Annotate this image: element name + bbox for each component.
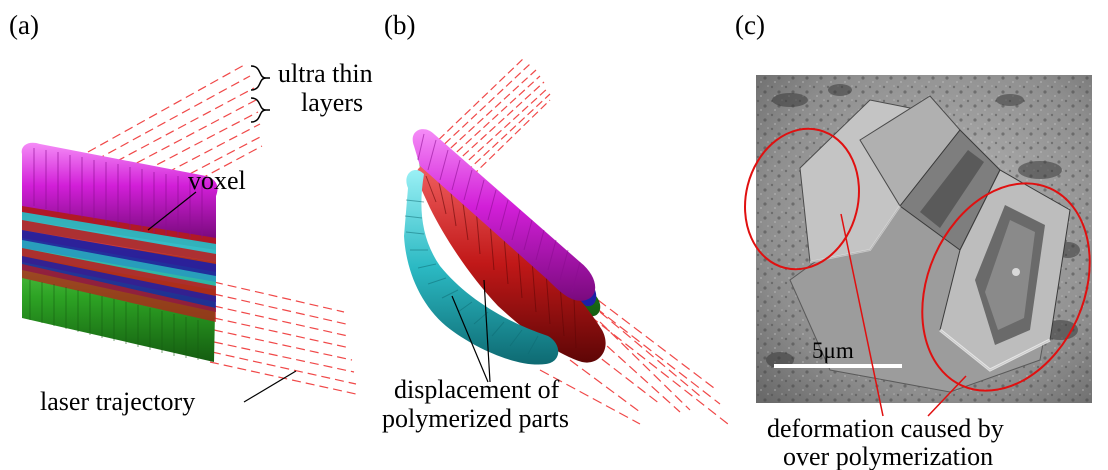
- magenta-ridges: [417, 133, 581, 293]
- sem-image: 5μm: [756, 75, 1092, 403]
- laser-label: laser trajectory: [40, 387, 195, 416]
- panel-b: (b): [382, 10, 729, 433]
- laser-lines-b-bottom: [539, 299, 729, 425]
- displacement-leader-1: [451, 295, 489, 383]
- panel-b-label: (b): [384, 10, 415, 40]
- voxel-leader: [147, 191, 197, 231]
- deformation-circle-right: [921, 182, 1091, 392]
- cyan-strand: [404, 169, 559, 365]
- displacement-label-line2: polymerized parts: [382, 404, 569, 433]
- voxel-label: voxel: [188, 166, 246, 195]
- deformation-label-line1: deformation caused by: [767, 414, 1004, 443]
- laser-leader: [243, 370, 297, 403]
- laser-lines-lower: [209, 281, 357, 395]
- laser-lines-b-top: [429, 57, 551, 177]
- panel-a-label: (a): [9, 10, 39, 40]
- displacement-leader-2: [483, 279, 491, 383]
- scale-bar-label: 5μm: [812, 338, 854, 363]
- panel-c-label: (c): [735, 10, 765, 40]
- deformation-circle-left: [744, 127, 860, 271]
- red-strand: [416, 164, 606, 363]
- layers-brace: [250, 65, 270, 123]
- deformation-leader-1: [840, 213, 884, 417]
- scale-bar: [774, 364, 902, 368]
- panel-a: (a): [9, 10, 373, 416]
- cyan-ridges: [404, 199, 539, 355]
- displacement-label-line1: displacement of: [394, 375, 560, 404]
- layers-label-line1: ultra thin: [278, 59, 373, 88]
- deformation-label-line2: over polymerization: [783, 442, 993, 470]
- deformation-leader-2: [927, 375, 967, 417]
- panel-c: (c): [735, 10, 1092, 470]
- red-ridges: [425, 175, 577, 349]
- layers-label-line2: layers: [301, 88, 363, 117]
